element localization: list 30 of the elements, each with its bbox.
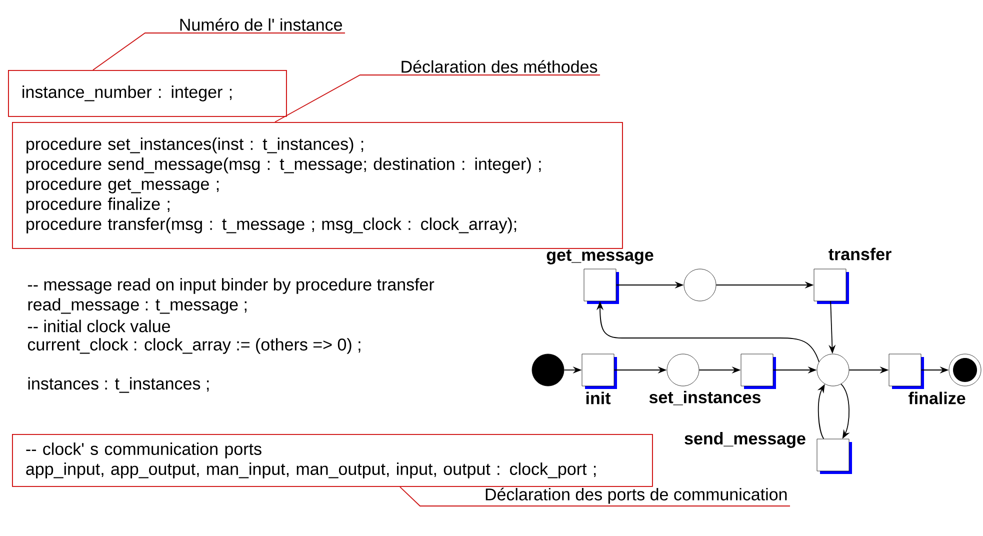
code-text: -- initial clock value	[28, 320, 170, 332]
place-circle	[684, 268, 716, 302]
place-circle	[666, 354, 700, 386]
code-text: read_message : t_message ;	[28, 298, 246, 314]
code-text: instances : t_instances ;	[28, 377, 209, 393]
callout-text: Déclaration des ports de communication	[486, 488, 787, 504]
code-box: -- clock' s communication ports app_input, app_output, man_input, man_output, input, output : clock_port ;	[12, 434, 653, 487]
leader-line	[400, 486, 790, 506]
code-text: current_clock : clock_array := (others => 0) ;	[28, 338, 360, 354]
callout-text: Déclaration des méthodes	[402, 60, 598, 73]
leader-line	[92, 32, 346, 70]
node-label: set_instances	[649, 390, 761, 406]
transition: set_instances	[649, 354, 776, 406]
end-state	[948, 354, 982, 386]
node-label: transfer	[828, 248, 892, 260]
node-label: send_message	[684, 432, 806, 448]
code-box: procedure set_instances(inst : t_instances) ; procedure send_message(msg : t_message; destination : integer) ; procedure get_message ; procedure finalize ; procedure transfer(msg : t_message ; msg_clock : clock_array);	[12, 122, 623, 249]
node-label: init	[586, 392, 611, 404]
place-circle	[816, 354, 850, 386]
start-state	[532, 354, 564, 386]
code-box: instance_number : integer ;	[8, 70, 287, 117]
node-label: get_message	[546, 250, 654, 264]
node-label: finalize	[908, 392, 966, 404]
callout-text: Numéro de l' instance	[180, 18, 342, 31]
code-text: -- message read on input binder by procedure transfer	[28, 278, 434, 294]
transition: transfer	[814, 248, 892, 304]
transition: send_message	[684, 432, 852, 474]
transition: get_message	[546, 250, 654, 304]
transition: init	[582, 354, 617, 404]
transition: finalize	[888, 354, 966, 404]
